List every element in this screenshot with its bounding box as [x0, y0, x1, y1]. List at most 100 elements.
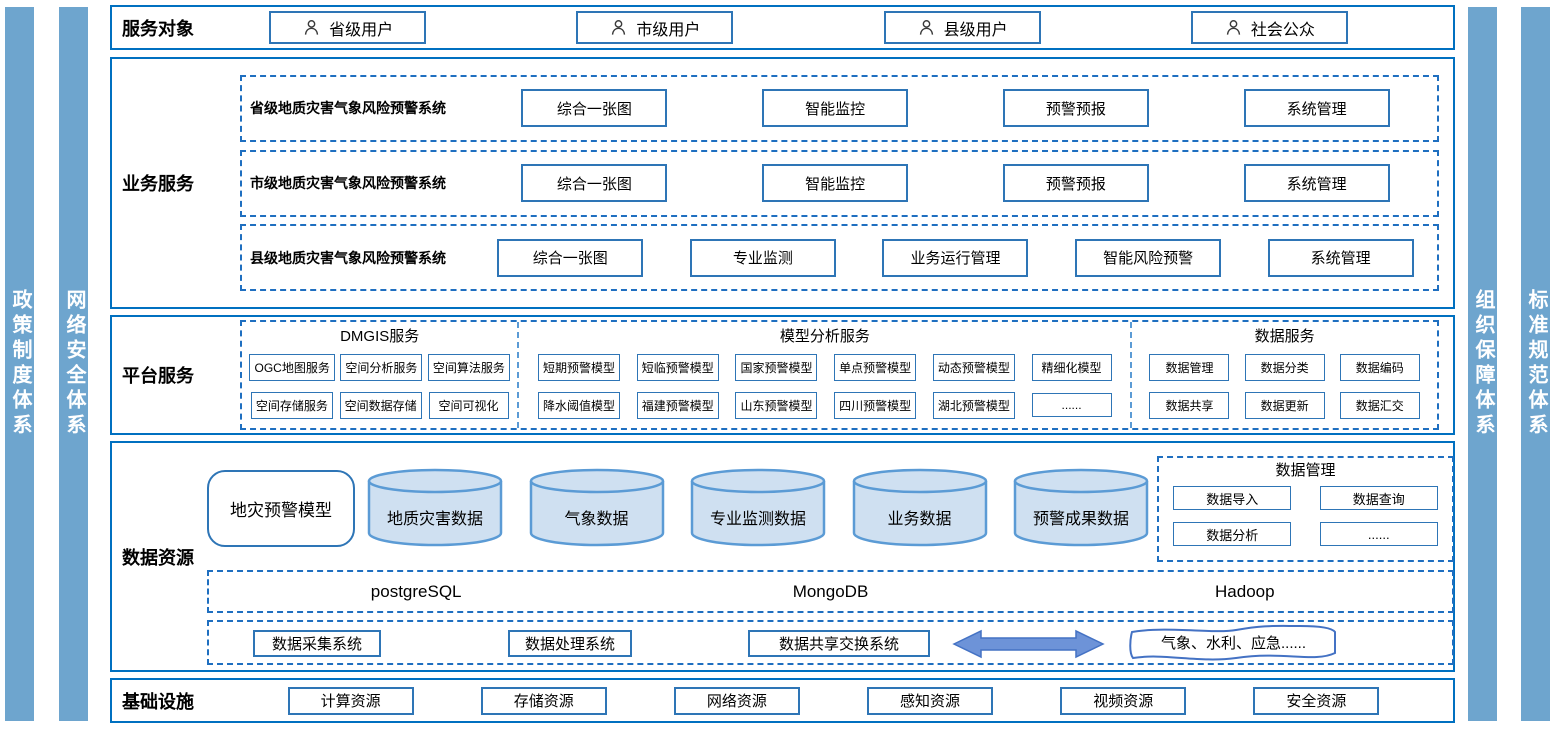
business-systems: 省级地质灾害气象风险预警系统 综合一张图 智能监控 预警预报 系统管理 市级地质… — [240, 59, 1453, 307]
pillar-policy-system: 政策制度体系 — [5, 7, 34, 721]
mgmt-box: 数据查询 — [1319, 486, 1438, 510]
section-title: 平台服务 — [122, 366, 194, 386]
group-title: 数据服务 — [1254, 328, 1315, 345]
modules: 综合一张图 智能监控 预警预报 系统管理 — [474, 164, 1437, 202]
db-postgresql: postgreSQL — [370, 581, 462, 601]
service-box: 数据共享 — [1149, 391, 1230, 419]
service-box: 山东预警模型 — [735, 391, 818, 419]
system-provincial: 省级地质灾害气象风险预警系统 综合一张图 智能监控 预警预报 系统管理 — [240, 74, 1439, 142]
cylinder-business-data: 业务数据 — [852, 467, 988, 549]
user-box-public: 社会公众 — [1190, 11, 1348, 44]
group-row: 数据管理 数据分类 数据编码 — [1134, 349, 1435, 387]
cylinder-label: 气象数据 — [564, 510, 629, 528]
database-cylinders: 地质灾害数据 气象数据 专业监测数据 业务数据 预警成果数据 — [367, 467, 1149, 549]
user-box-provincial: 省级用户 — [269, 11, 427, 44]
module-box: 预警预报 — [1002, 89, 1149, 128]
group-model-analysis: 模型分析服务 短期预警模型 短临预警模型 国家预警模型 单点预警模型 动态预警模… — [517, 322, 1130, 428]
external-systems-label: 气象、水利、应急...... — [1160, 635, 1306, 652]
group-row: 空间存储服务 空间数据存储 空间可视化 — [244, 387, 515, 425]
section-title: 基础设施 — [122, 691, 194, 712]
module-box: 综合一张图 — [521, 164, 668, 202]
resource-box-storage: 存储资源 — [480, 686, 607, 715]
modules: 综合一张图 智能监控 预警预报 系统管理 — [474, 89, 1437, 128]
module-box: 智能风险预警 — [1075, 238, 1222, 277]
service-box: 空间数据存储 — [339, 391, 422, 419]
system-city: 市级地质灾害气象风险预警系统 综合一张图 智能监控 预警预报 系统管理 — [240, 149, 1439, 217]
service-box: 动态预警模型 — [932, 354, 1015, 382]
system-name: 县级地质灾害气象风险预警系统 — [250, 249, 446, 266]
module-box: 系统管理 — [1243, 89, 1390, 128]
cylinder-label: 地质灾害数据 — [386, 510, 483, 528]
service-box: 空间算法服务 — [427, 354, 510, 382]
module-box: 智能监控 — [762, 89, 909, 128]
module-box: 业务运行管理 — [882, 238, 1029, 277]
platform-services-section: 平台服务 DMGIS服务 OGC地图服务 空间分析服务 空间算法服务 空间存储服… — [110, 315, 1455, 435]
wave-border-icon — [1129, 624, 1336, 661]
platform-groups: DMGIS服务 OGC地图服务 空间分析服务 空间算法服务 空间存储服务 空间数… — [240, 320, 1439, 430]
cylinder-label: 业务数据 — [887, 510, 952, 528]
business-services-section: 业务服务 省级地质灾害气象风险预警系统 综合一张图 智能监控 预警预报 系统管理… — [110, 57, 1455, 309]
pillar-label: 政策制度体系 — [9, 289, 31, 439]
module-box: 智能监控 — [762, 164, 909, 202]
cylinder-icon — [1013, 468, 1149, 547]
service-box: 空间可视化 — [428, 391, 509, 419]
system-name: 省级地质灾害气象风险预警系统 — [250, 100, 446, 117]
service-box: 数据更新 — [1244, 391, 1325, 419]
service-box: 国家预警模型 — [735, 354, 818, 382]
user-box-city: 市级用户 — [576, 11, 734, 44]
data-systems-strip: 数据采集系统 数据处理系统 数据共享交换系统 气象、水利、应急...... — [207, 620, 1454, 665]
group-row: 降水阈值模型 福建预警模型 山东预警模型 四川预警模型 湖北预警模型 .....… — [521, 387, 1128, 425]
person-icon — [304, 20, 319, 35]
service-box: 四川预警模型 — [834, 391, 917, 419]
infrastructure-section: 基础设施 计算资源 存储资源 网络资源 感知资源 视频资源 安全资源 — [110, 678, 1455, 723]
module-box: 预警预报 — [1002, 164, 1149, 202]
mgmt-box: 数据导入 — [1173, 486, 1292, 510]
cylinder-geo-disaster-data: 地质灾害数据 — [367, 467, 503, 549]
cylinder-warning-result-data: 预警成果数据 — [1013, 467, 1149, 549]
database-strip: postgreSQL MongoDB Hadoop — [207, 570, 1454, 613]
user-box-county: 县级用户 — [883, 11, 1041, 44]
system-box-process: 数据处理系统 — [508, 630, 632, 657]
double-arrow-icon — [951, 627, 1106, 661]
system-box-collect: 数据采集系统 — [253, 630, 381, 657]
resource-box-network: 网络资源 — [673, 686, 800, 715]
service-box: 单点预警模型 — [834, 354, 917, 382]
group-title: DMGIS服务 — [340, 328, 420, 345]
module-box: 综合一张图 — [521, 89, 668, 128]
service-box: 短临预警模型 — [636, 354, 719, 382]
cylinder-label: 预警成果数据 — [1032, 510, 1129, 528]
system-name: 市级地质灾害气象风险预警系统 — [250, 175, 446, 191]
data-management-panel: 数据管理 数据导入 数据查询 数据分析 ...... — [1157, 456, 1454, 562]
pillar-label: 标准规范体系 — [1525, 289, 1547, 439]
module-box: 专业监测 — [689, 238, 836, 277]
section-title: 数据资源 — [122, 547, 194, 568]
pillar-label: 组织保障体系 — [1472, 289, 1494, 439]
infrastructure-resources: 计算资源 存储资源 网络资源 感知资源 视频资源 安全资源 — [194, 686, 1453, 715]
db-hadoop: Hadoop — [1215, 581, 1275, 601]
cylinder-icon — [367, 468, 503, 547]
external-systems-shape: 气象、水利、应急...... — [1124, 623, 1343, 665]
modules: 综合一张图 专业监测 业务运行管理 智能风险预警 系统管理 — [474, 238, 1437, 277]
service-box: OGC地图服务 — [249, 354, 335, 382]
mgmt-box: ...... — [1319, 522, 1438, 546]
person-icon — [612, 20, 626, 35]
disaster-warning-model-box: 地灾预警模型 — [207, 470, 355, 547]
pillar-network-security: 网络安全体系 — [59, 7, 88, 721]
cylinder-weather-data: 气象数据 — [529, 467, 665, 549]
service-box: 数据汇交 — [1339, 391, 1420, 419]
user-label: 社会公众 — [1250, 21, 1315, 39]
cylinder-label: 专业监测数据 — [709, 510, 806, 528]
group-title: 模型分析服务 — [779, 328, 870, 345]
cylinder-monitoring-data: 专业监测数据 — [690, 467, 826, 549]
cylinder-icon — [529, 468, 664, 547]
cylinder-icon — [690, 468, 826, 547]
group-dmgis: DMGIS服务 OGC地图服务 空间分析服务 空间算法服务 空间存储服务 空间数… — [242, 322, 517, 428]
resource-box-compute: 计算资源 — [287, 686, 414, 715]
pillar-standard-specification: 标准规范体系 — [1521, 7, 1550, 721]
panel-items: 数据导入 数据查询 数据分析 ...... — [1159, 482, 1452, 546]
resource-box-sensing: 感知资源 — [867, 686, 994, 715]
user-label: 省级用户 — [329, 21, 394, 39]
db-mongodb: MongoDB — [792, 581, 869, 601]
service-box: 福建预警模型 — [636, 391, 719, 419]
